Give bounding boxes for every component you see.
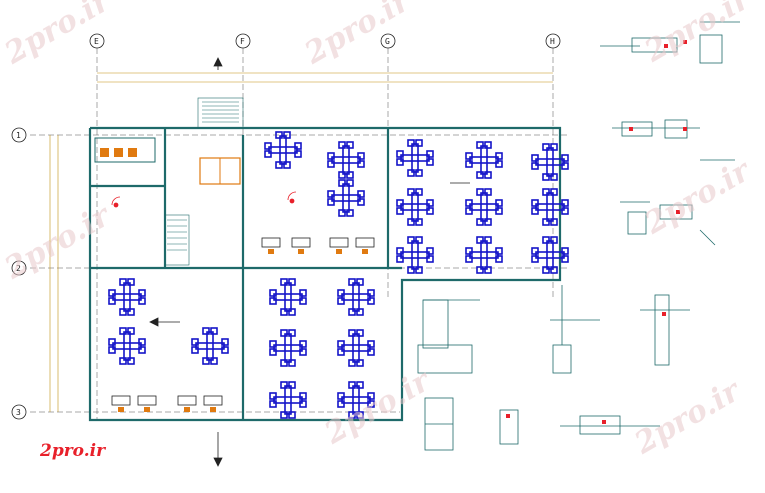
row-label-3: 3 xyxy=(16,408,21,417)
workstation-cluster-icon xyxy=(396,236,434,274)
workstation-cluster-icon xyxy=(465,236,503,274)
workstation-cluster-icon xyxy=(108,327,146,365)
column-marker-E: E xyxy=(89,33,105,49)
column-marker-G: G xyxy=(380,33,396,49)
desk-unit-icon xyxy=(111,395,131,412)
desk-unit-icon xyxy=(329,237,349,254)
stair-core-top xyxy=(197,97,244,129)
column-label-E: E xyxy=(94,37,99,46)
column-label-G: G xyxy=(385,37,390,46)
workstation-cluster-icon xyxy=(327,141,365,179)
workstation-cluster-icon xyxy=(191,327,229,365)
desk-units xyxy=(111,237,375,412)
dimension-lines xyxy=(49,72,553,412)
workstation-cluster-icon xyxy=(531,143,569,181)
brand-logo: 2pro.ir xyxy=(40,441,106,461)
desk-unit-icon xyxy=(177,395,197,412)
workstation-cluster-icon xyxy=(465,188,503,226)
stair-core-mid xyxy=(164,214,190,266)
workstation-cluster-icon xyxy=(531,188,569,226)
workstation-cluster-icon xyxy=(327,179,365,217)
workstation-cluster-icon xyxy=(269,329,307,367)
desk-unit-icon xyxy=(291,237,311,254)
column-label-H: H xyxy=(550,37,555,46)
grid-axes xyxy=(30,48,570,420)
row-label-2: 2 xyxy=(16,264,21,273)
workstation-cluster-icon xyxy=(269,278,307,316)
row-marker-3: 3 xyxy=(11,404,27,420)
workstation-cluster-icon xyxy=(531,236,569,274)
workstation-cluster-icon xyxy=(396,139,434,177)
desk-unit-icon xyxy=(261,237,281,254)
workstation-cluster-icon xyxy=(108,278,146,316)
workstation-cluster-icon xyxy=(465,141,503,179)
section-arrow-icons xyxy=(149,57,470,467)
row-marker-1: 1 xyxy=(11,127,27,143)
workstation-cluster-icon xyxy=(264,131,302,169)
exterior-walls xyxy=(88,126,562,422)
workstation-cluster-icon xyxy=(337,381,375,419)
toilet-fixtures xyxy=(94,137,241,185)
workstation-clusters xyxy=(108,131,569,419)
column-marker-H: H xyxy=(545,33,561,49)
column-marker-F: F xyxy=(235,33,251,49)
door-swing-icons xyxy=(111,191,297,208)
row-marker-2: 2 xyxy=(11,260,27,276)
column-label-F: F xyxy=(240,37,245,46)
workstation-cluster-icon xyxy=(269,381,307,419)
workstation-cluster-icon xyxy=(396,188,434,226)
detail-accent-marks xyxy=(506,40,687,424)
desk-unit-icon xyxy=(355,237,375,254)
workstation-cluster-icon xyxy=(337,329,375,367)
workstation-cluster-icon xyxy=(337,278,375,316)
row-label-1: 1 xyxy=(16,131,21,140)
construction-details xyxy=(417,21,740,451)
desk-unit-icon xyxy=(137,395,157,412)
desk-unit-icon xyxy=(203,395,223,412)
